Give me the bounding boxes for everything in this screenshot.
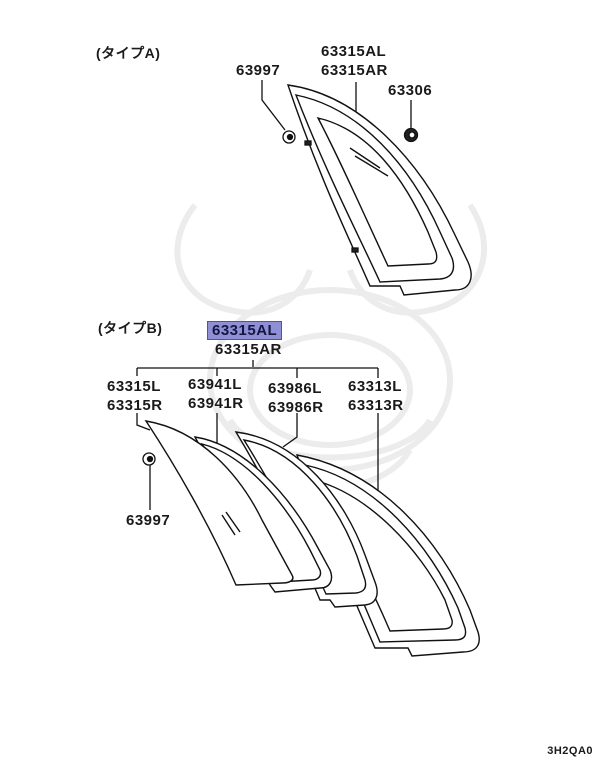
part-label-63997-b[interactable]: 63997 (126, 512, 171, 529)
part-label-63315al-a[interactable]: 63315AL (321, 43, 387, 60)
part-label-63313r[interactable]: 63313R (348, 397, 404, 414)
part-label-63315ar-b[interactable]: 63315AR (215, 341, 282, 358)
part-label-63986r[interactable]: 63986R (268, 399, 324, 416)
diagram-code: 3H2QA0 (547, 745, 593, 757)
part-label-63315al-b-highlighted[interactable]: 63315AL (206, 321, 283, 340)
part-label-63997-a[interactable]: 63997 (236, 62, 281, 79)
part-label-63986l[interactable]: 63986L (268, 380, 322, 397)
part-label-63315l[interactable]: 63315L (107, 378, 161, 395)
part-label-63313l[interactable]: 63313L (348, 378, 402, 395)
section-title-type-b: (タイプB) (98, 320, 163, 336)
part-label-63315ar-a[interactable]: 63315AR (321, 62, 388, 79)
glass-63315 (144, 420, 294, 586)
glass-type-a (286, 84, 472, 296)
leader-63997-a (261, 80, 286, 131)
fastener-63997-b (142, 452, 156, 466)
leader-63986l (282, 413, 298, 448)
part-label-63941r[interactable]: 63941R (188, 395, 244, 412)
part-label-63315r[interactable]: 63315R (107, 397, 163, 414)
fasteners-type-a (282, 127, 419, 253)
leader-63315l (136, 413, 151, 431)
part-label-63941l[interactable]: 63941L (188, 376, 242, 393)
part-label-63306[interactable]: 63306 (388, 82, 433, 99)
section-title-type-a: (タイプA) (96, 45, 161, 61)
